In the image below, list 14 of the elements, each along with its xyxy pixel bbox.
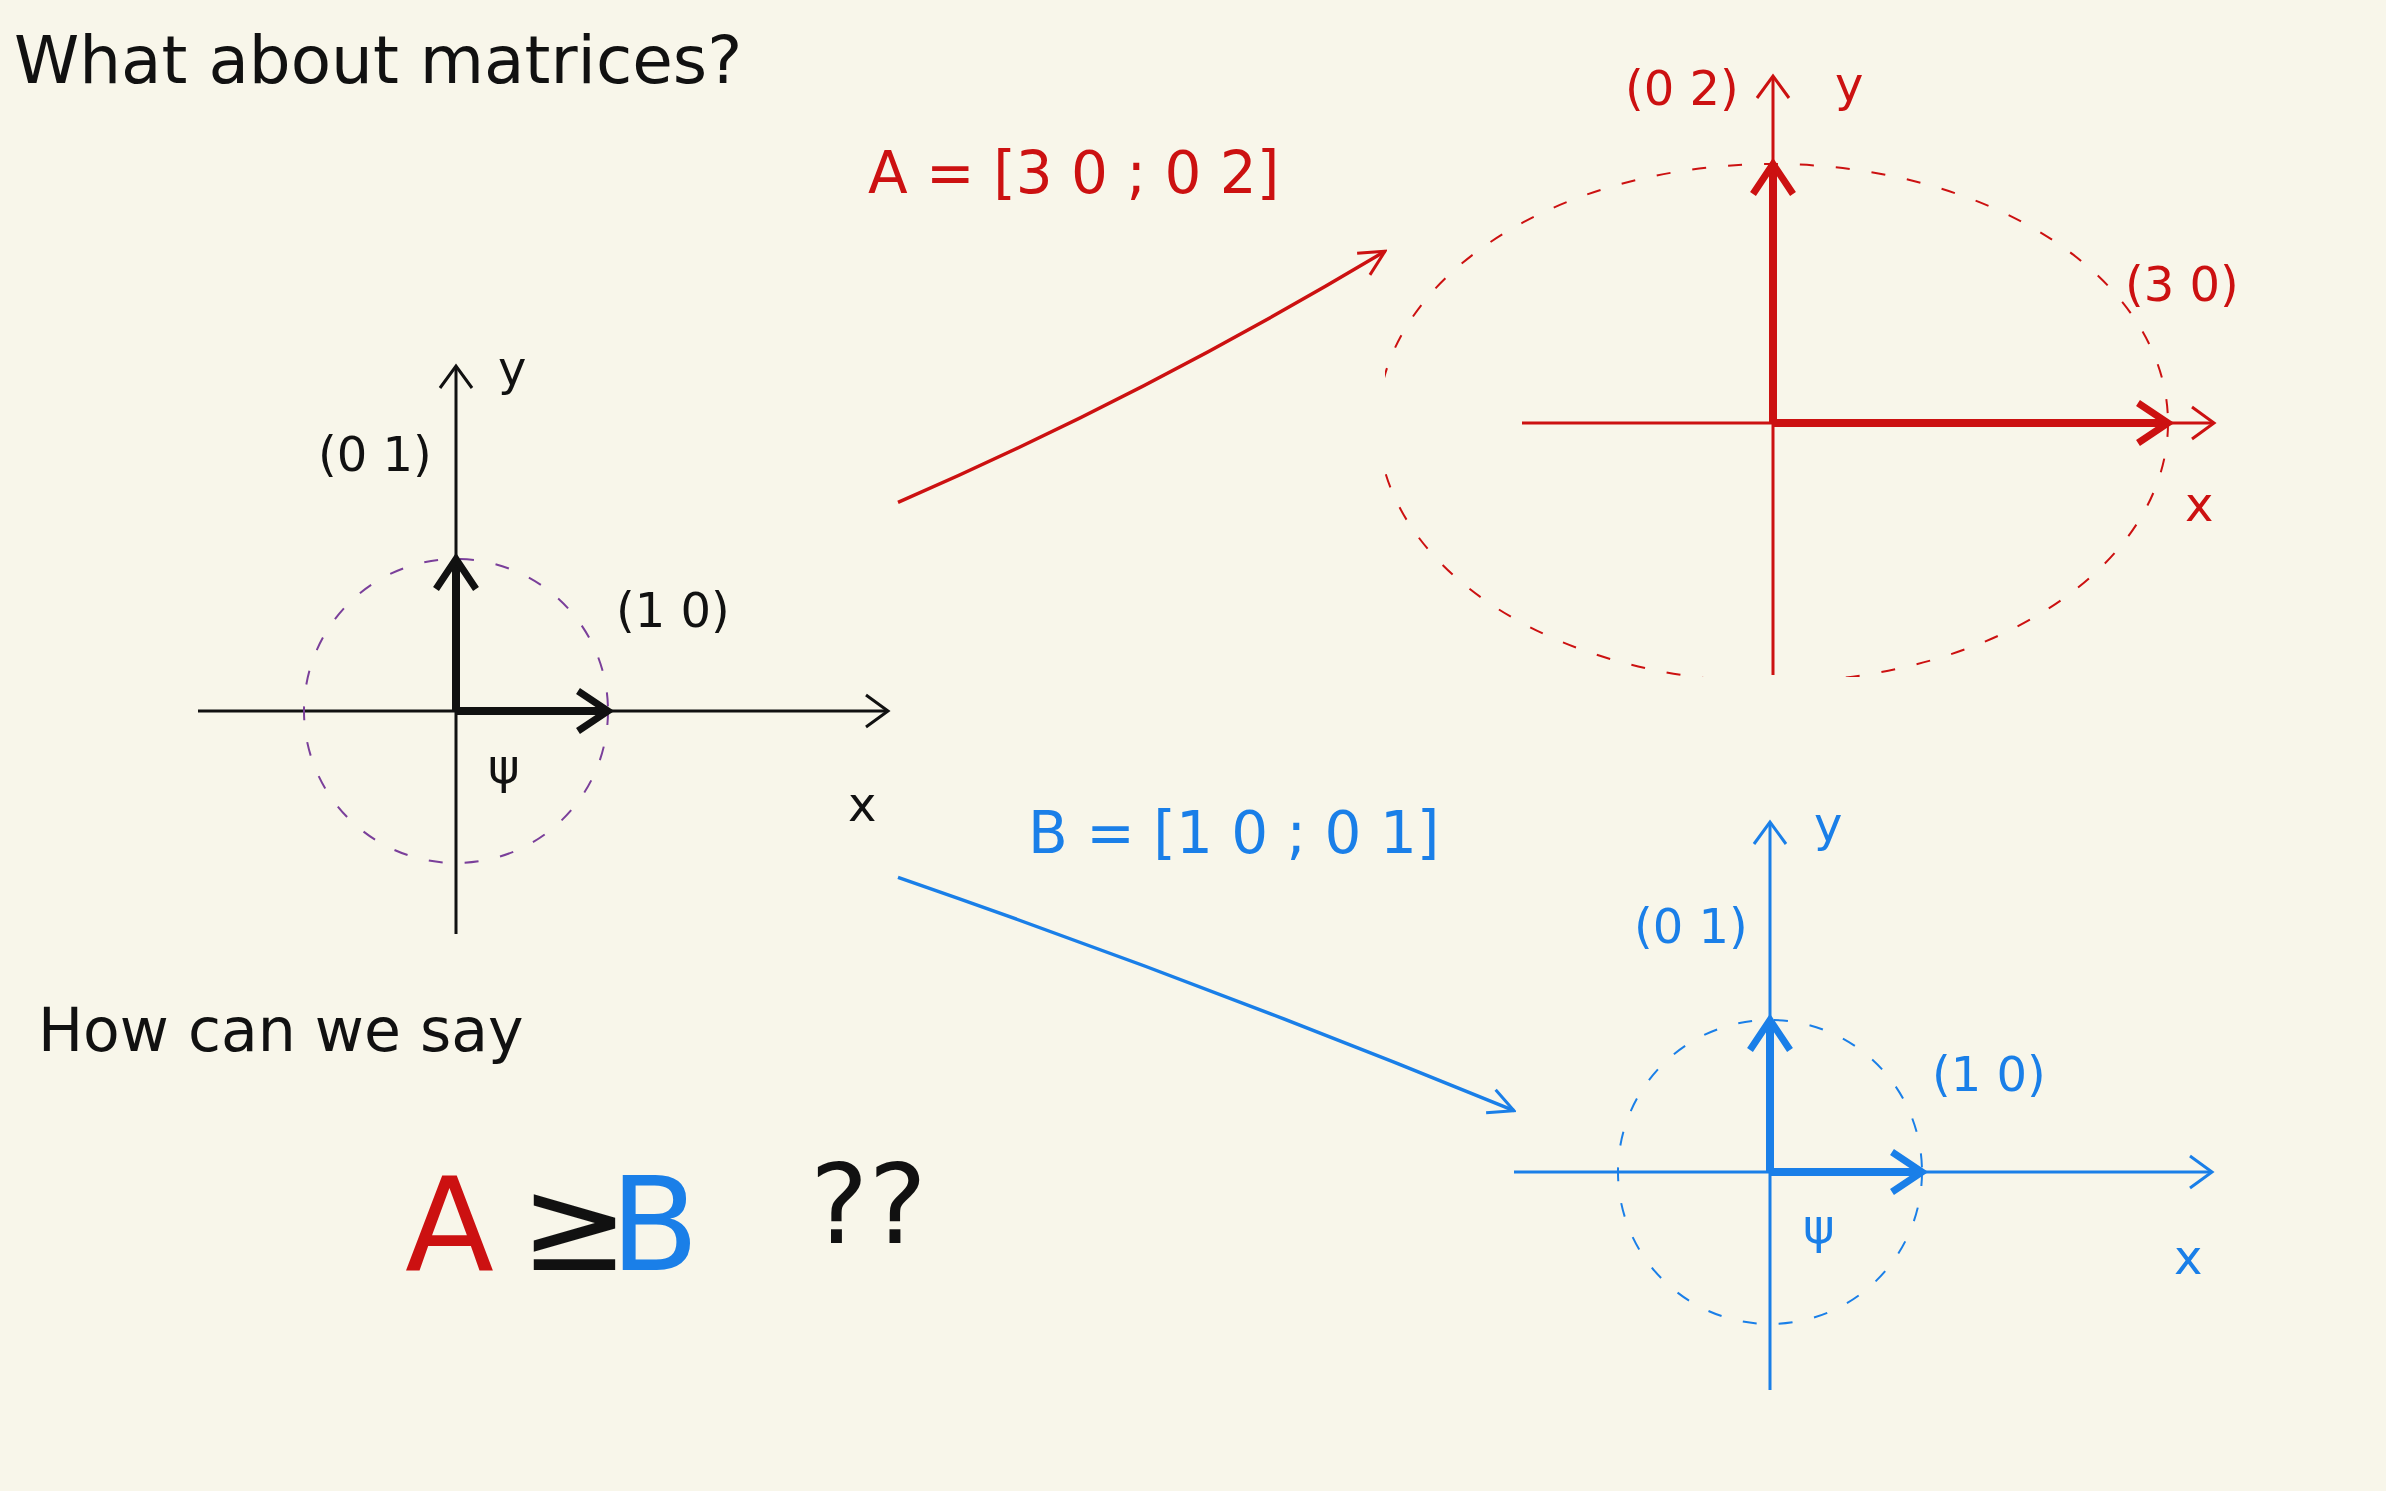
- arrow: [897, 249, 1387, 504]
- vector-label: (1 0): [1932, 1050, 2046, 1098]
- axis-label: x: [848, 780, 877, 828]
- vector-label: (1 0): [616, 586, 730, 634]
- axis-label: x: [2174, 1233, 2203, 1281]
- vector-label: (0 1): [1634, 902, 1748, 950]
- math-symbol: A: [405, 1160, 494, 1290]
- vector-label: (0 1): [318, 430, 432, 478]
- title: What about matrices?: [14, 28, 743, 94]
- arrow: [897, 875, 1516, 1115]
- vector-label: (0 2): [1625, 64, 1739, 112]
- vector-label: (3 0): [2125, 260, 2239, 308]
- question-marks: ??: [810, 1150, 927, 1260]
- axis-label: x: [2185, 480, 2214, 528]
